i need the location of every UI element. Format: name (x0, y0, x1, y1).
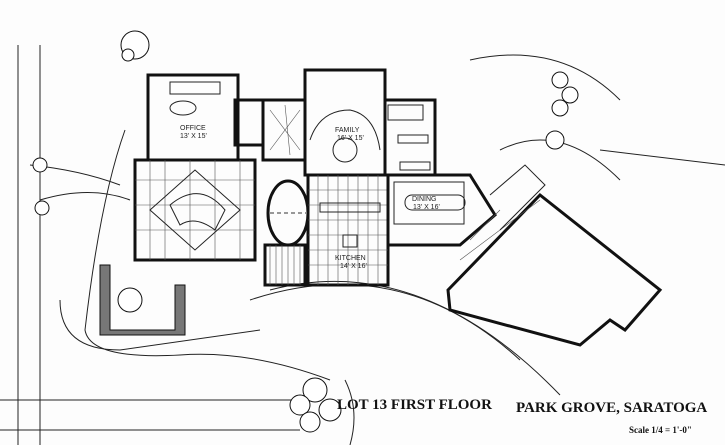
office-room: OFFICE 13' X 15' (146, 73, 240, 162)
project-name: PARK GROVE, SARATOGA (516, 400, 707, 416)
scale-note: Scale 1/4 = 1'-0" (629, 425, 692, 435)
office-size: 13' X 15' (180, 133, 207, 140)
stair-and-bath (233, 98, 307, 287)
family-label: FAMILY (335, 127, 360, 134)
landscape-trees (32, 30, 579, 433)
kitchen-room: KITCHEN 14' X 16' (306, 173, 390, 287)
kitchen-label: KITCHEN (335, 255, 366, 262)
family-size: 16' X 15' (337, 135, 364, 142)
kitchen-size: 14' X 16' (340, 263, 367, 270)
dining-room: DINING 13' X 16' (386, 173, 497, 247)
family-room: FAMILY 16' X 15' (303, 68, 387, 177)
drawing-title: LOT 13 FIRST FLOOR (337, 397, 492, 413)
site-lines (0, 45, 725, 445)
office-label: OFFICE (180, 125, 206, 132)
living-room (133, 158, 257, 262)
dining-label: DINING (412, 196, 437, 203)
foyer (266, 179, 310, 247)
garage (446, 164, 663, 347)
utility-rooms (383, 98, 437, 177)
dining-size: 13' X 16' (413, 204, 440, 211)
